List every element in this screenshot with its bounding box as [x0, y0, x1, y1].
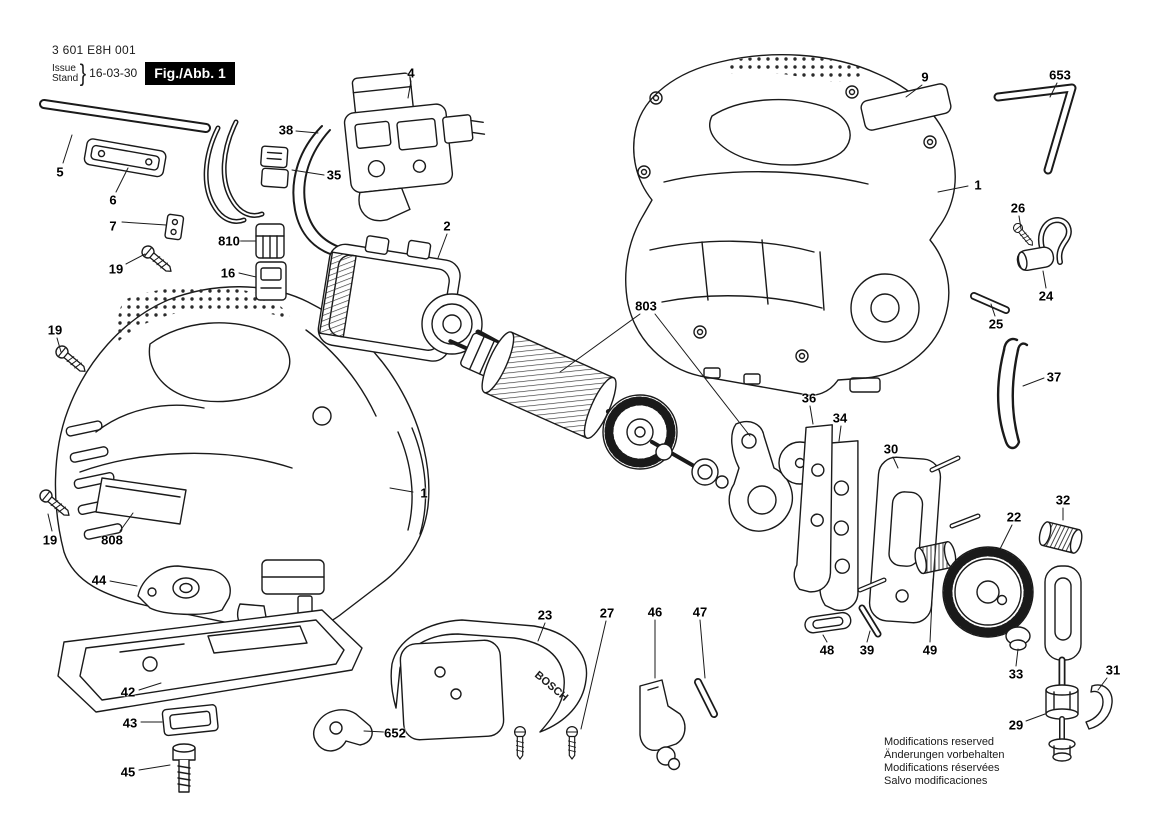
- part-callout-46: 46: [647, 604, 663, 620]
- part-16-connector: [255, 261, 287, 301]
- part-callout-34: 34: [832, 410, 848, 426]
- part-callout-48: 48: [819, 642, 835, 658]
- part-callout-47: 47: [692, 604, 708, 620]
- part-39-pin: [858, 604, 882, 638]
- part-callout-32: 32: [1055, 492, 1071, 508]
- part-callout-42: 42: [120, 684, 136, 700]
- part-callout-23: 23: [537, 607, 553, 623]
- part-callout-44: 44: [91, 572, 107, 588]
- part-callout-653: 653: [1049, 67, 1071, 83]
- part-42-base-plate: [57, 609, 363, 713]
- modifications-note: Modifications reserved Änderungen vorbeh…: [884, 736, 1004, 788]
- part-callout-652: 652: [384, 725, 406, 741]
- part-36-plate: [793, 424, 833, 593]
- part-callout-43: 43: [122, 715, 138, 731]
- part-653-hex-key: [993, 83, 1077, 175]
- part-45-screw: [172, 743, 196, 793]
- part-callout-26: 26: [1010, 200, 1026, 216]
- part-callout-38: 38: [278, 122, 294, 138]
- part-callout-33: 33: [1008, 666, 1024, 682]
- part-803-armature-assembly: [448, 331, 822, 532]
- part-callout-45: 45: [120, 764, 136, 780]
- part-5-rod: [39, 99, 211, 133]
- part-callout-6: 6: [109, 192, 117, 208]
- part-callout-1: 1: [974, 177, 982, 193]
- document-number: 3 601 E8H 001: [52, 43, 136, 57]
- title-block: 3 601 E8H 001 Issue Stand } 16-03-30 Fig…: [52, 43, 235, 87]
- part-1-left-housing: [54, 286, 430, 635]
- part-callout-49: 49: [922, 642, 938, 658]
- leader-lines: [47, 80, 1108, 771]
- part-37-spring-clip: [997, 337, 1029, 450]
- part-29-plunger: [1044, 565, 1082, 762]
- part-callout-24: 24: [1038, 288, 1054, 304]
- part-48-plate: [804, 611, 852, 634]
- part-callout-19: 19: [108, 261, 124, 277]
- part-callout-1: 1: [420, 485, 428, 501]
- part-callout-35: 35: [326, 167, 342, 183]
- part-callout-22: 22: [1006, 509, 1022, 525]
- part-callout-9: 9: [921, 69, 929, 85]
- part-9-label-plate: [860, 83, 952, 131]
- stand-label: Stand: [52, 72, 79, 84]
- part-32-nut: [1038, 521, 1083, 554]
- part-47-pin: [694, 678, 718, 718]
- part-callout-19: 19: [47, 322, 63, 338]
- figure-label: Fig./Abb. 1: [145, 62, 235, 86]
- part-callout-31: 31: [1105, 662, 1121, 678]
- part-46-roller-bracket: [639, 679, 686, 771]
- issue-stand-labels: Issue Stand: [52, 62, 79, 84]
- modifications-note-line: Salvo modificaciones: [884, 775, 988, 787]
- part-26-screw: [1011, 221, 1037, 249]
- part-callout-808: 808: [101, 532, 123, 548]
- modifications-note-line: Änderungen vorbehalten: [884, 749, 1005, 761]
- brace-glyph: }: [79, 59, 87, 87]
- part-callout-810: 810: [218, 233, 240, 249]
- part-652-retainer: [312, 709, 373, 752]
- part-callout-39: 39: [859, 642, 875, 658]
- part-4-switch: [343, 72, 486, 222]
- part-callout-37: 37: [1046, 369, 1062, 385]
- issue-label: Issue: [52, 62, 76, 74]
- part-44-clamp: [137, 565, 231, 616]
- part-1-right-housing: [625, 54, 956, 396]
- part-callout-27: 27: [599, 605, 615, 621]
- part-callout-30: 30: [883, 441, 899, 457]
- part-35-connector: [260, 145, 289, 189]
- part-2-motor: [317, 235, 503, 362]
- part-33-cap: [1005, 626, 1031, 651]
- part-callout-803: 803: [635, 298, 657, 314]
- part-callout-36: 36: [801, 390, 817, 406]
- issue-date: 16-03-30: [89, 65, 138, 80]
- part-810-connector: [255, 223, 285, 259]
- part-27-screws: [513, 725, 579, 760]
- modifications-note-line: Modifications réservées: [884, 762, 1000, 774]
- part-24-bracket: [1016, 217, 1072, 271]
- part-49-nut: [914, 541, 957, 575]
- part-43-plate: [161, 704, 219, 737]
- part-31-clip: [1085, 684, 1113, 730]
- part-25-pin: [970, 292, 1010, 314]
- part-7-contact: [164, 213, 185, 241]
- part-callout-4: 4: [407, 65, 415, 81]
- part-6-bracket: [83, 138, 167, 178]
- part-callout-7: 7: [109, 218, 117, 234]
- part-38-wires: [203, 119, 343, 257]
- part-callout-29: 29: [1008, 717, 1024, 733]
- part-30-plate: [857, 455, 981, 624]
- part-23-guard: BOSCH: [390, 619, 588, 741]
- part-callout-5: 5: [56, 164, 64, 180]
- part-callout-25: 25: [988, 316, 1004, 332]
- part-callout-16: 16: [220, 265, 236, 281]
- part-callout-2: 2: [443, 218, 451, 234]
- part-22-gear: [942, 546, 1034, 638]
- part-callout-19: 19: [42, 532, 58, 548]
- modifications-note-line: Modifications reserved: [884, 736, 995, 748]
- part-808-plate: [95, 477, 187, 525]
